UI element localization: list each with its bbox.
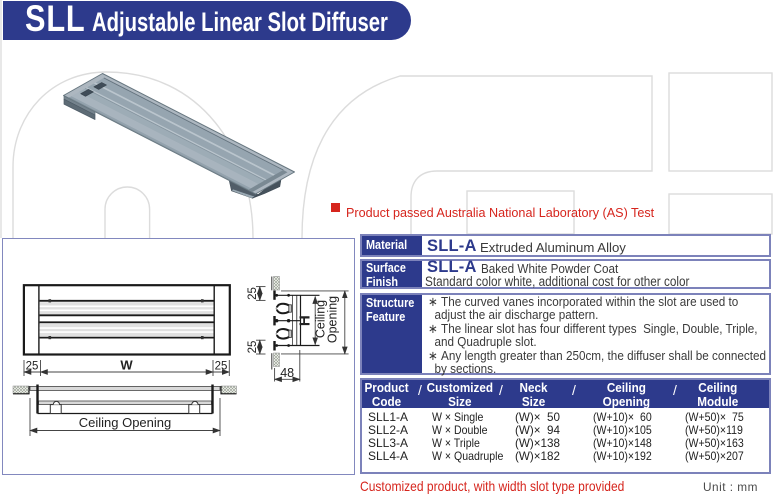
svg-text:25: 25 xyxy=(247,341,259,354)
svg-text:25: 25 xyxy=(247,287,259,300)
svg-text:25: 25 xyxy=(26,361,39,373)
svg-text:Ceiling Opening: Ceiling Opening xyxy=(79,415,172,430)
svg-text:Opening: Opening xyxy=(326,296,340,343)
svg-text:48: 48 xyxy=(280,366,294,380)
svg-text:H: H xyxy=(296,315,313,326)
svg-text:Ceiling: Ceiling xyxy=(314,300,328,338)
svg-text:25: 25 xyxy=(215,361,228,373)
svg-text:W: W xyxy=(120,358,133,373)
